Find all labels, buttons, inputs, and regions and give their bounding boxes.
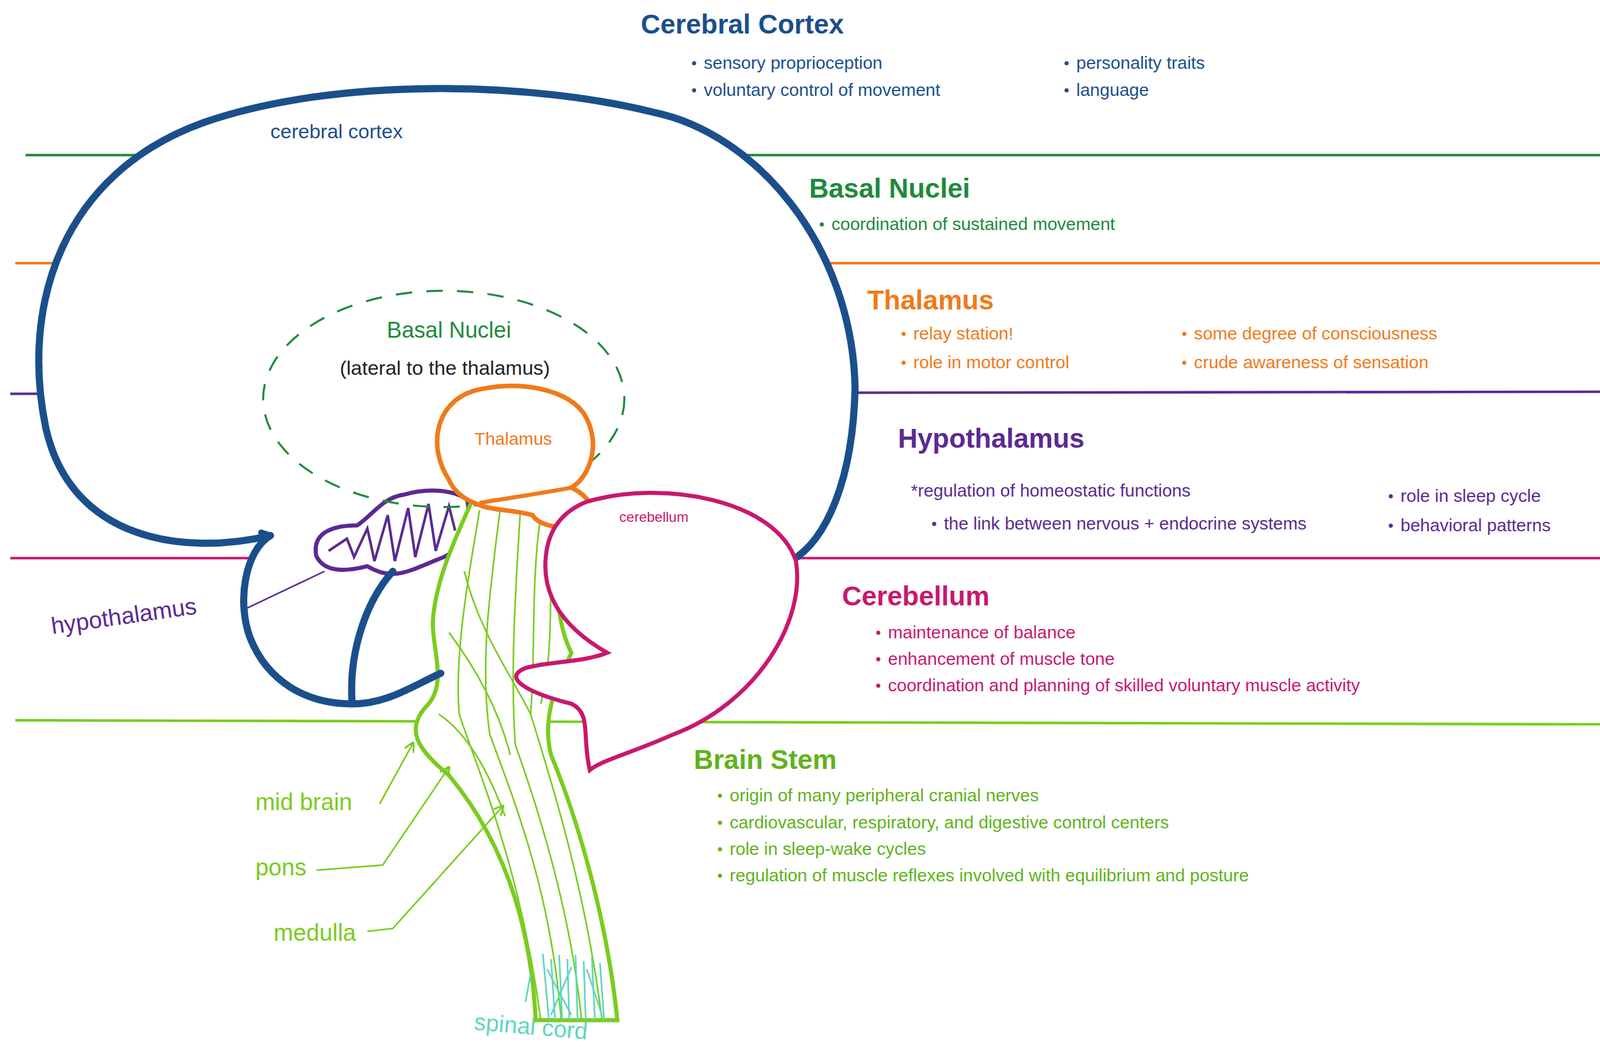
function-band: Thalamus relay station! role in motor cont… (847, 265, 1595, 391)
bullet-text: regulation of muscle reflexes involved w… (729, 865, 1249, 887)
bullet-text: the link between nervous + endocrine sys… (943, 513, 1307, 535)
band-heading: Brain Stem (693, 743, 837, 777)
leader-line (525, 974, 531, 1003)
bullet-text: role in motor control (913, 351, 1070, 374)
band-heading: Hypothalamus (897, 422, 1085, 455)
part-label: spinal cord (473, 1007, 590, 1046)
bullet-text: cardiovascular, respiratory, and digesti… (729, 812, 1169, 834)
region-label: cerebellum (619, 509, 689, 527)
region-label: (lateral to the thalamus) (339, 356, 550, 381)
region-label: Thalamus (474, 428, 552, 450)
bullet-text: some degree of consciousness (1193, 323, 1438, 345)
band-heading: Cerebral Cortex (640, 8, 844, 41)
function-band: Cerebellum maintenance of balance enhancem… (835, 560, 1598, 721)
bullet-text: language (1076, 79, 1149, 101)
bullet-text: *regulation of homeostatic functions (910, 480, 1191, 502)
function-band: Hypothalamus *regulation of homeostatic f… (882, 395, 1598, 556)
bullet-text: role in sleep-wake cycles (729, 838, 926, 860)
part-label: pons (255, 853, 307, 882)
bullet-text: sensory proprioception (703, 52, 883, 74)
leader-line (243, 571, 325, 611)
region-label: cerebral cortex (270, 119, 404, 144)
bullet-text: enhancement of muscle tone (887, 648, 1115, 670)
bullet-text: coordination and planning of skilled vol… (887, 674, 1360, 697)
region-label: Basal Nuclei (386, 317, 511, 345)
bullet-text: coordination of sustained movement (831, 213, 1116, 235)
part-label: medulla (273, 918, 357, 947)
bullet-text: voluntary control of movement (703, 79, 941, 101)
bullet-text: relay station! (913, 323, 1014, 345)
bullet-text: personality traits (1076, 52, 1205, 74)
band-heading: Cerebellum (842, 580, 990, 613)
bullet-text: behavioral patterns (1400, 514, 1551, 537)
band-heading: Basal Nuclei (809, 172, 971, 205)
function-band: Basal Nuclei coordination of sustained mo… (764, 157, 1595, 261)
bullet-text: role in sleep cycle (1400, 485, 1541, 507)
bullet-text: crude awareness of sensation (1193, 351, 1429, 374)
cerebellum-shape: cerebellum (494, 474, 807, 776)
bullet-text: maintenance of balance (887, 621, 1076, 644)
part-label: hypothalamus (49, 591, 199, 641)
band-heading: Thalamus (867, 284, 994, 317)
pointer-arrows (316, 742, 504, 932)
spinal-cord-fibres (525, 953, 605, 1021)
function-band: Cerebral Cortex sensory proprioception vol… (623, 0, 1595, 155)
part-label: mid brain (255, 787, 353, 817)
bullet-text: origin of many peripheral cranial nerves (729, 784, 1039, 807)
divider-line (15, 720, 1600, 725)
function-band: Brain Stem origin of many peripheral cran… (688, 724, 1598, 902)
